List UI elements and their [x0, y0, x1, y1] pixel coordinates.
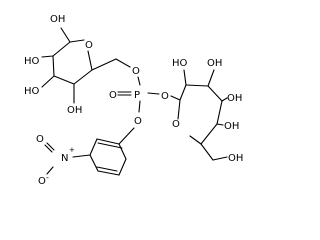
label-ho-lower-left: HO: [24, 86, 40, 97]
structure-diagram: OH HO HO OH O O O P O O O HO OH OH OH OH…: [24, 14, 243, 187]
charge-o-minus: -: [46, 173, 49, 182]
label-o-nitro-bottom: O: [38, 176, 46, 187]
label-o-anomeric-right: O: [161, 91, 169, 102]
label-oh-right-low: OH: [224, 121, 239, 132]
label-o-ring-left: O: [85, 40, 93, 51]
label-p-center: P: [134, 90, 140, 101]
label-o-linker-left: O: [132, 66, 140, 77]
label-o-ring-right: O: [172, 119, 180, 130]
charge-n-plus: +: [69, 146, 75, 154]
label-oh-top: OH: [50, 14, 65, 25]
label-o-nitro-top: O: [36, 134, 44, 145]
bonds: [41, 27, 228, 176]
label-o-aryl: O: [134, 116, 142, 127]
label-oh-right-mid: OH: [227, 93, 242, 104]
label-oh-bottom-left-ring: OH: [67, 105, 82, 116]
label-n-nitro: N: [61, 153, 68, 164]
label-o-phosphoryl: O: [109, 90, 117, 101]
label-oh-right-top-a: HO: [172, 58, 188, 69]
label-ho-upper-left: HO: [24, 56, 40, 67]
label-oh-hydroxymethyl: OH: [228, 153, 243, 164]
label-oh-right-top-b: OH: [207, 58, 222, 69]
atom-labels: OH HO HO OH O O O P O O O HO OH OH OH OH…: [24, 14, 243, 187]
